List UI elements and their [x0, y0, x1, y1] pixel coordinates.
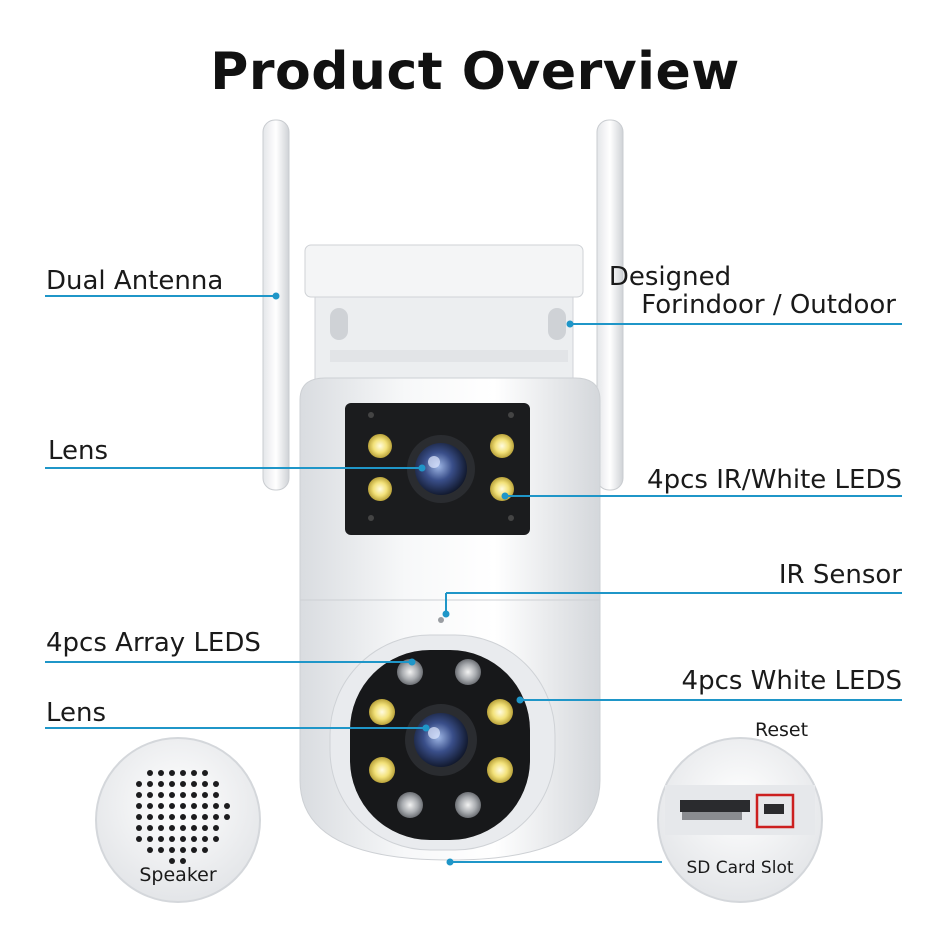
right-antenna [596, 119, 624, 491]
page-title: Product Overview [210, 42, 740, 102]
left-antenna [262, 119, 290, 491]
mount-bracket [304, 244, 584, 388]
label-designed-line2: Forindoor / Outdoor [641, 290, 896, 320]
label-speaker: Speaker [139, 864, 217, 886]
reset-button-icon [764, 804, 784, 814]
label-array-leds: 4pcs Array LEDS [46, 628, 261, 658]
label-ir-white-leds: 4pcs IR/White LEDS [647, 465, 902, 495]
reset-button-highlight [755, 793, 795, 829]
upper-body [299, 377, 601, 611]
speaker-inset [95, 737, 261, 903]
lower-dome [299, 599, 601, 861]
label-lens-bottom: Lens [46, 698, 107, 728]
sd-card-inset [657, 737, 823, 903]
label-ir-sensor: IR Sensor [778, 560, 902, 590]
label-designed-line1: Designed [608, 262, 732, 292]
speaker-grille-icon [136, 770, 230, 864]
label-dual-antenna: Dual Antenna [46, 266, 224, 296]
sd-card-slot-icon [680, 800, 750, 812]
leader-lines [45, 292, 902, 866]
label-white-leds: 4pcs White LEDS [681, 666, 902, 696]
label-sd-card-slot: SD Card Slot [686, 858, 794, 878]
label-reset: Reset [755, 719, 809, 741]
label-lens-top: Lens [48, 436, 109, 466]
